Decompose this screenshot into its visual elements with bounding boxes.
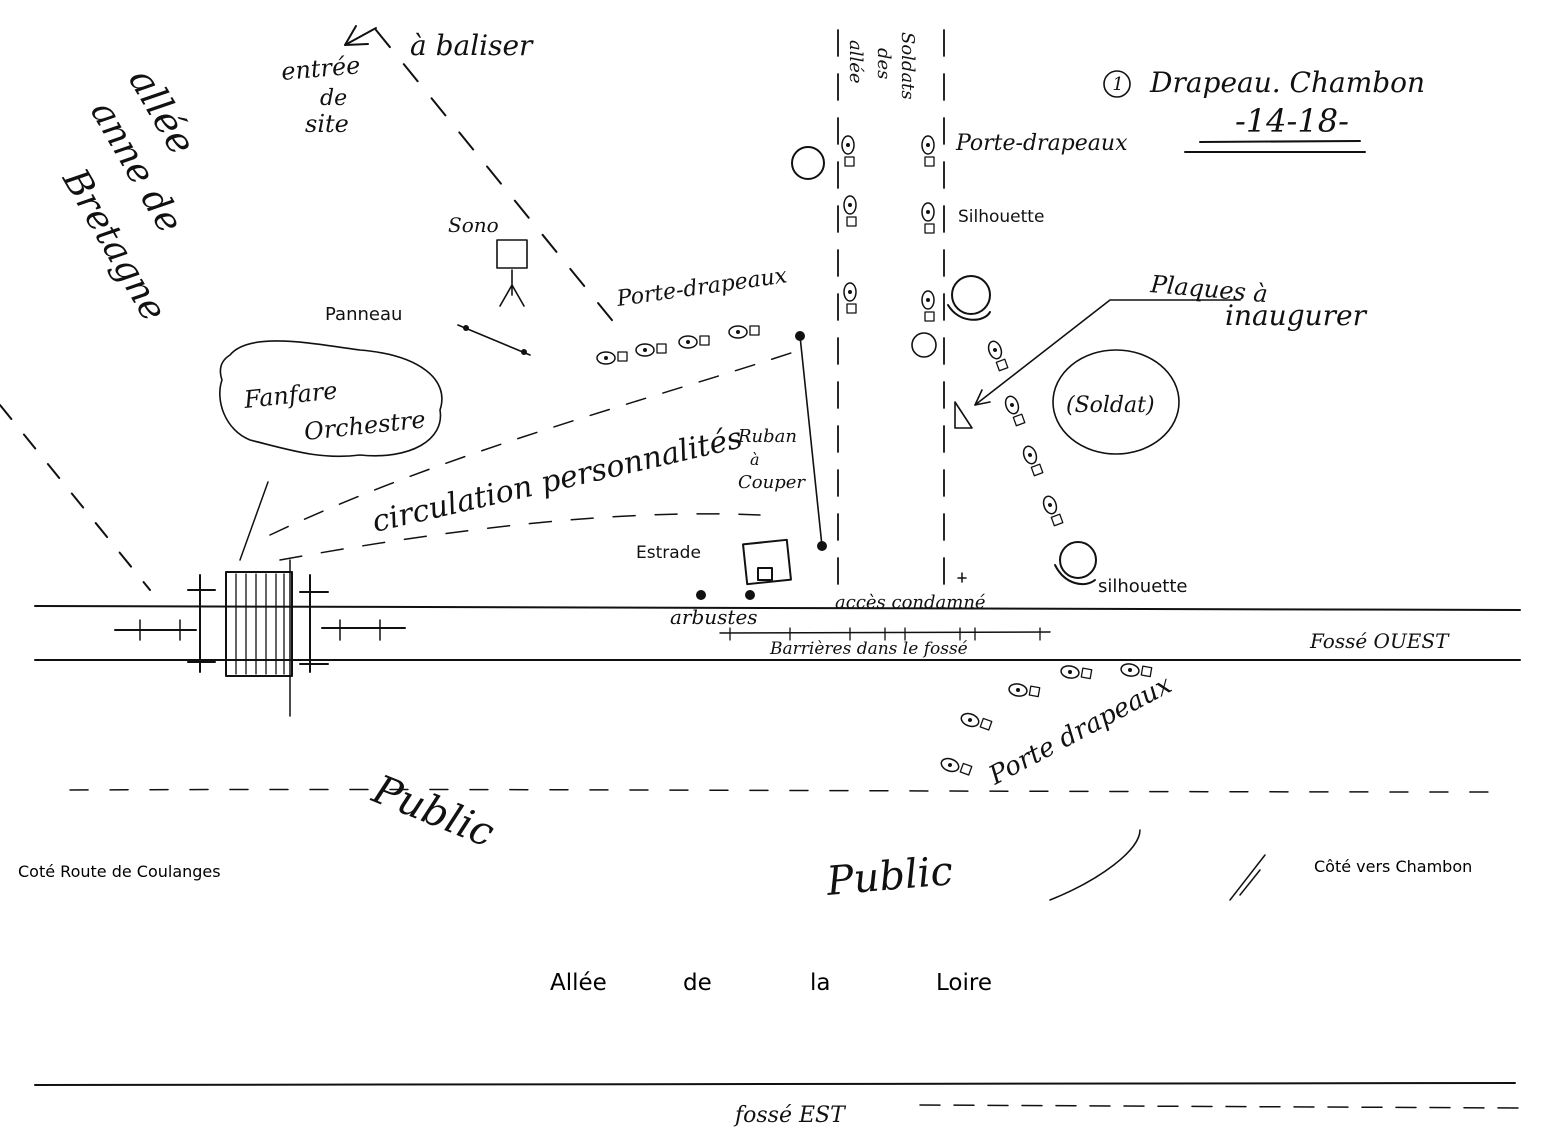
public-flourish (1049, 829, 1141, 901)
entree-site-line3: site (305, 110, 349, 138)
flag-bearer-mark (921, 135, 935, 167)
fosse-ouest-label: Fossé OUEST (1309, 629, 1450, 653)
flag-bearer-mark (1060, 665, 1093, 680)
porte-drapeaux-mid: Porte-drapeaux (614, 263, 789, 312)
allee-loire-word1: Allée (550, 970, 607, 996)
ruban-line3: Couper (738, 472, 806, 493)
flag-bearers-mid (596, 325, 760, 365)
allee-loire-word2: de (683, 970, 712, 996)
arbustes-dots (696, 590, 755, 600)
estrade-label: Estrade (636, 543, 701, 563)
flag-bearer-mark (843, 282, 857, 314)
circulation-label: circulation personnalités (369, 421, 746, 540)
sono-symbol (496, 239, 528, 307)
flag-bearer-mark (843, 195, 857, 227)
acces-condamne-label: accès condamné (835, 592, 986, 613)
diagonal-file (987, 340, 1064, 527)
soldat-label: (Soldat) (1066, 393, 1155, 418)
ruban-line1: Ruban (737, 426, 797, 447)
bridge-gate (114, 559, 406, 717)
soldat-oval (1052, 349, 1180, 455)
title-dates: -14-18- (1235, 102, 1349, 140)
acces-marker (957, 572, 967, 583)
cote-left-label: Coté Route de Coulanges (18, 862, 221, 881)
flag-bearer-mark (921, 202, 935, 234)
entree-site-line1: entrée (280, 51, 361, 86)
flag-bearer-mark (940, 757, 973, 776)
flag-bearer-mark (1042, 495, 1064, 527)
flag-bearer-mark (635, 343, 667, 357)
silhouette-top: Silhouette (958, 207, 1044, 227)
handwritten-labels: 1 Drapeau. Chambon -14-18- allée anne de… (54, 29, 1450, 1128)
panneau-label: Panneau (325, 304, 402, 325)
public-label-1: Public (365, 766, 500, 856)
silhouette-marker (791, 146, 825, 180)
silhouette-bottom: silhouette (1098, 576, 1187, 597)
barrieres-label: Barrières dans le fossé (769, 639, 968, 659)
allee-soldats-line1: allée (845, 40, 866, 84)
barrieres-line (719, 627, 1051, 641)
plaques-arrow (954, 299, 1241, 429)
allee-soldats-line3: Soldats (897, 32, 918, 100)
flag-bearers-top (841, 135, 935, 322)
fanfare-line2: Orchestre (303, 405, 427, 446)
fosse-est-label: fossé EST (733, 1103, 847, 1128)
dashed-lines (0, 25, 945, 601)
flag-bearer-mark (1008, 683, 1041, 698)
flag-bearer-mark (841, 135, 855, 167)
title-circle-number: 1 (1112, 74, 1123, 95)
flag-bearer-mark (960, 712, 993, 731)
flag-bearer-mark (921, 290, 935, 322)
sono-label: Sono (448, 213, 499, 237)
silhouette-marker (1059, 541, 1097, 579)
flag-bearer-mark (1004, 395, 1026, 427)
plaques-line2: inaugurer (1225, 299, 1368, 332)
flag-bearer-mark (596, 351, 628, 365)
fanfare-line1: Fanfare (242, 376, 339, 414)
flag-bearer-mark (1022, 445, 1044, 477)
ruban-line (795, 331, 827, 551)
allee-loire-word4: Loire (936, 970, 992, 996)
ruban-line2: à (750, 450, 760, 469)
flag-bearers-bottom (940, 663, 1153, 776)
allee-loire-word3: la (810, 970, 831, 996)
panneau-symbol (457, 324, 531, 356)
a-baliser-label: à baliser (410, 29, 534, 62)
flag-bearer-mark (1120, 663, 1153, 678)
porte-drapeaux-bottom: Porte drapeaux (983, 670, 1177, 792)
public-label-2: Public (824, 848, 955, 905)
circle-1-marker (911, 332, 937, 358)
flag-bearer-mark (728, 325, 760, 339)
silhouette-marker (951, 275, 991, 315)
public-flourish (1229, 854, 1266, 901)
entree-site-line2: de (320, 86, 347, 111)
allee-soldats-line2: des (873, 48, 894, 79)
porte-drapeaux-top: Porte-drapeaux (955, 131, 1128, 156)
flag-bearer-mark (678, 335, 710, 349)
arbustes-label: arbustes (670, 605, 758, 629)
fanfare-cloud (219, 340, 443, 458)
circle-1-title (1103, 70, 1131, 98)
cote-right-label: Côté vers Chambon (1314, 857, 1473, 876)
title-flag: Drapeau. Chambon (1149, 66, 1425, 99)
road-lines (34, 604, 1521, 1109)
flag-bearer-mark (987, 340, 1009, 372)
estrade-box (742, 538, 792, 586)
title-underline (1199, 140, 1361, 143)
